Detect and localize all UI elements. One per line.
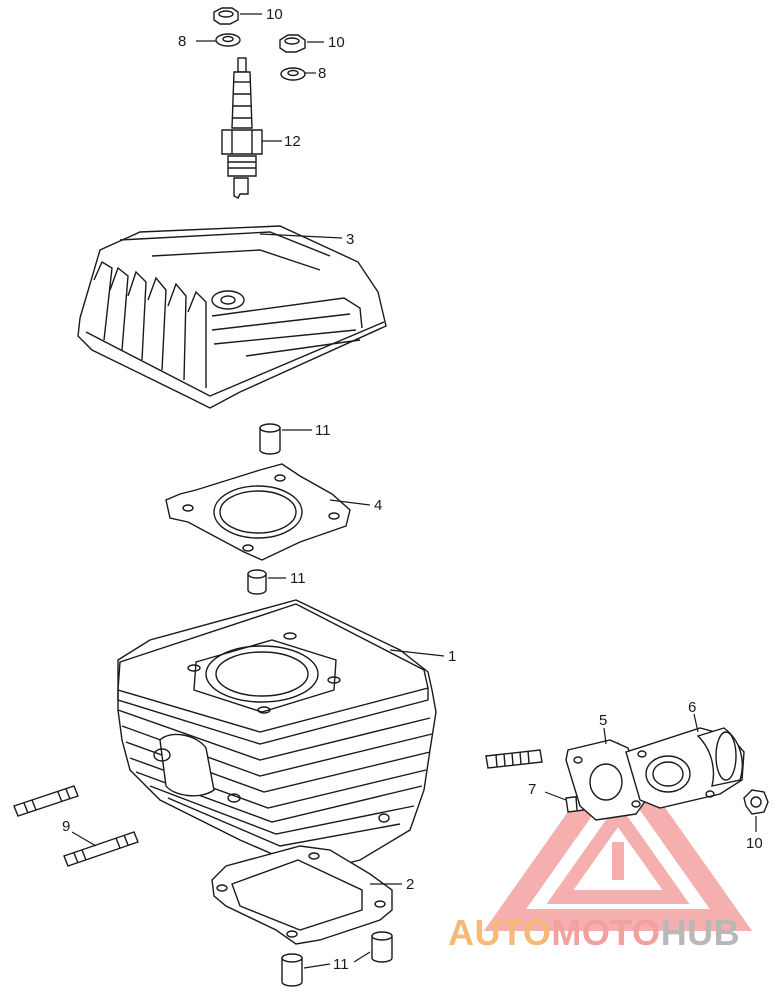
label-nut-top: 10 [266,6,283,23]
intake-pipe [625,713,745,809]
leader-dowel-bottom-right [353,951,371,963]
brand-part-auto: AUTO [448,912,552,953]
dowel-pin-bottom-right [371,931,393,963]
label-head-gasket: 4 [374,497,382,514]
cylinder [117,599,445,871]
cylinder-stud-upper [13,785,79,817]
label-washer-left: 8 [178,33,186,50]
head-gasket [165,463,371,561]
intake-insulator [565,727,647,821]
dowel-pin-bottom-left [281,953,303,987]
watermark-brand-text: AUTOMOTOHUB [448,912,740,954]
base-gasket [211,845,402,945]
label-intake-nut: 10 [746,835,763,852]
cylinder-stud-lower [63,831,139,867]
label-dowel-middle: 11 [290,570,306,587]
dowel-pin-upper [259,423,312,455]
label-cylinder-studs: 9 [62,818,70,835]
washer-left [196,33,241,47]
label-nut-right: 10 [328,34,345,51]
watermark-triangle-logo [483,740,753,931]
label-intake-stud: 7 [528,781,536,798]
leader-cylinder-studs [71,831,97,847]
label-washer-right: 8 [318,65,326,82]
cylinder-head [77,225,387,409]
intake-stud-upper [485,749,543,769]
label-intake-pipe: 6 [688,699,696,716]
dowel-pin-middle [247,569,286,595]
brand-part-moto: MOTO [551,912,661,953]
brand-part-hub: HUB [660,912,741,953]
intake-nut [743,789,769,832]
label-insulator: 5 [599,712,607,729]
label-spark-plug: 12 [284,133,301,150]
nut-top [213,7,262,25]
nut-right [279,34,324,53]
label-cylinder: 1 [448,648,456,665]
washer-right [280,67,316,81]
label-dowel-upper: 11 [315,422,331,439]
label-cylinder-head: 3 [346,231,354,248]
spark-plug [221,57,282,199]
label-dowel-bottom: 11 [333,956,349,973]
label-base-gasket: 2 [406,876,414,893]
leader-dowel-bottom-left [303,963,331,969]
